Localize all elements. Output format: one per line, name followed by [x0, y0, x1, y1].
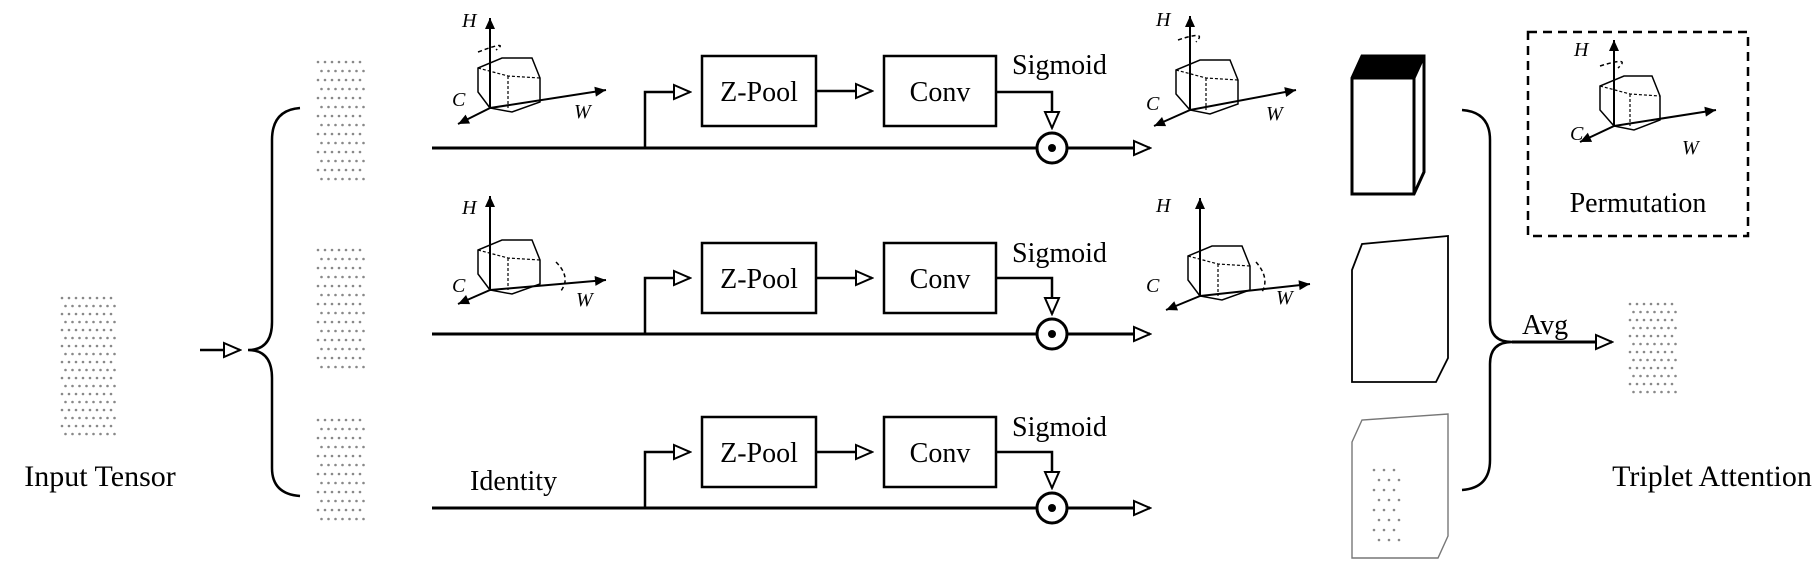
permutation-legend: H W C Permutation: [1526, 30, 1750, 238]
left-brace: [247, 106, 301, 498]
branch-1-conv-label: Conv: [910, 77, 971, 108]
branch-2-zpool-box: [700, 241, 818, 315]
branch-3-zpool-label: Z-Pool: [720, 438, 798, 469]
axis-h-label: H: [1573, 39, 1590, 61]
branch-3-conv-box: [882, 415, 998, 489]
axis-c-label: C: [1146, 275, 1160, 297]
branch-1-sigmoid-label: Sigmoid: [1012, 50, 1107, 81]
branch-3-sigmoid-label: Sigmoid: [1012, 412, 1107, 443]
axis-h-label: H: [461, 10, 478, 32]
axis-icon-restore-h: H W C: [1146, 9, 1297, 127]
axis-w-label: W: [1682, 137, 1701, 159]
avg-label: Avg: [1522, 310, 1568, 341]
axis-w-label: W: [1266, 103, 1285, 125]
branch-1-sigmoid-arrow: [996, 90, 1052, 128]
axis-c-label: C: [452, 275, 466, 297]
permuted-tensor-3: [316, 418, 365, 521]
permuted-tensor-2: [316, 248, 365, 369]
input-tensor-cube: [60, 296, 116, 436]
input-tensor-label: Input Tensor: [24, 460, 176, 493]
permutation-label: Permutation: [1570, 188, 1707, 219]
branch-1-tap-arrow: [643, 92, 690, 148]
branch-2-sigmoid-label: Sigmoid: [1012, 238, 1107, 269]
branch-1: H W C Z-Pool Conv Sigmoid H W C: [432, 9, 1426, 196]
branch-2: H W C Z-Pool Conv Sigmoid H W C: [432, 195, 1449, 383]
axis-w-label: W: [574, 101, 593, 123]
permuted-tensor-1: [316, 60, 365, 181]
axis-h-label: H: [461, 197, 478, 219]
axis-c-label: C: [1146, 93, 1160, 115]
branch-2-sigmoid-arrow: [996, 276, 1052, 314]
branch-2-zpool-label: Z-Pool: [720, 264, 798, 295]
branch-3-conv-label: Conv: [910, 438, 971, 469]
right-brace: [1461, 108, 1513, 492]
axis-c-label: C: [1570, 123, 1584, 145]
axis-icon-legend: H W C: [1570, 39, 1717, 159]
axis-icon-permute-h: H W C: [452, 10, 607, 125]
branch-3-sigmoid-arrow: [996, 450, 1052, 488]
branch-1-zpool-label: Z-Pool: [720, 77, 798, 108]
branch-3-zpool-box: [700, 415, 818, 489]
output-block-3: [1351, 413, 1449, 559]
axis-w-label: W: [576, 289, 595, 311]
branch-3: Identity Z-Pool Conv Sigmoid: [432, 412, 1449, 559]
output-block-1: [1350, 54, 1426, 196]
axis-h-label: H: [1155, 195, 1172, 217]
output-tensor-cube: [1628, 302, 1677, 394]
axis-h-label: H: [1155, 9, 1172, 31]
axis-icon-permute-w: H W C: [452, 196, 607, 311]
branch-2-tap-arrow: [643, 278, 690, 334]
axis-w-label: W: [1276, 287, 1295, 309]
output-label: Triplet Attention: [1612, 460, 1812, 493]
branch-3-tap-arrow: [643, 452, 690, 508]
branch-2-conv-label: Conv: [910, 264, 971, 295]
axis-icon-restore-w: H W C: [1146, 195, 1311, 311]
identity-label: Identity: [470, 466, 557, 497]
output-block-2: [1351, 235, 1449, 383]
axis-c-label: C: [452, 89, 466, 111]
